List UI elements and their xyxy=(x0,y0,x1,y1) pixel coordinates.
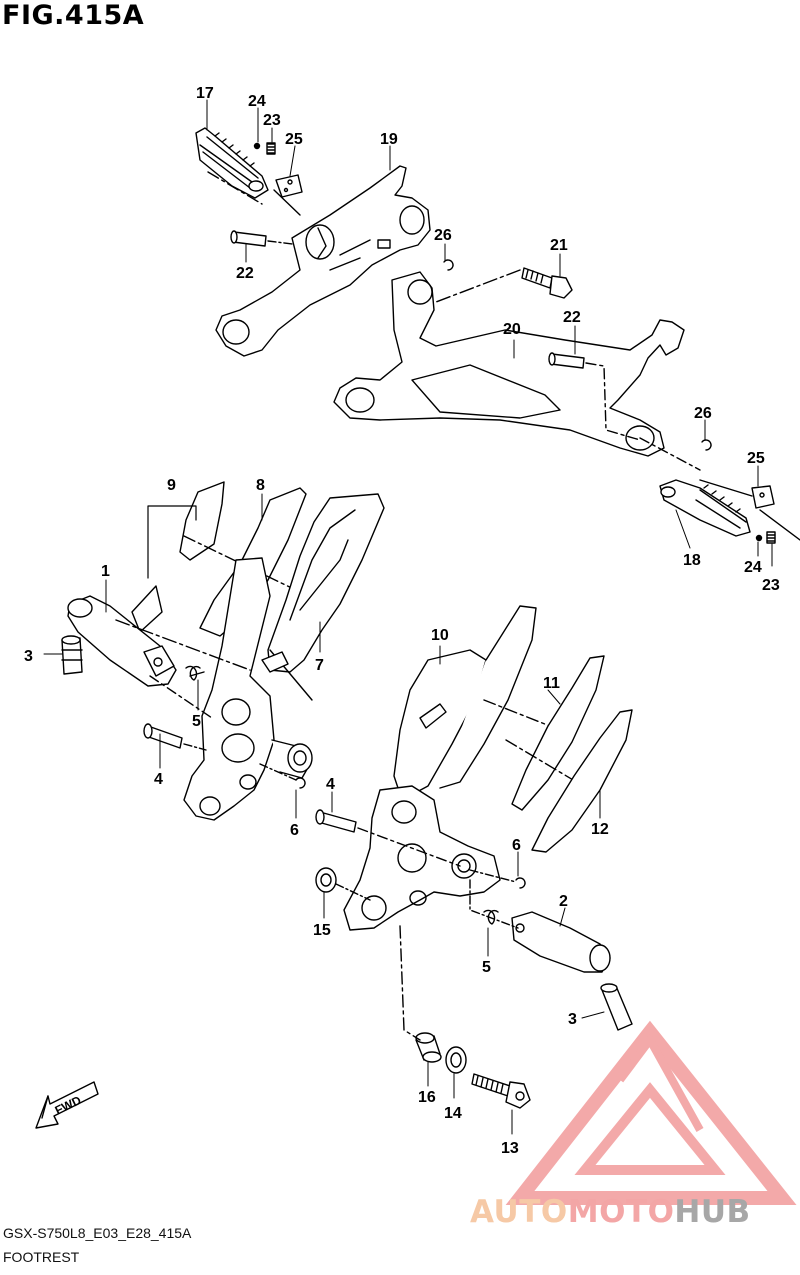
callout-22: 22 xyxy=(236,265,254,282)
part-25-plate-lower xyxy=(699,479,800,541)
callout-4: 4 xyxy=(154,771,163,788)
watermark-logo xyxy=(505,1020,797,1205)
part-5-spring-right xyxy=(483,909,499,925)
callout-17: 17 xyxy=(196,85,214,102)
callout-24: 24 xyxy=(248,93,266,110)
callout-1: 1 xyxy=(101,563,110,580)
callout-25: 25 xyxy=(285,131,303,148)
callout-20: 20 xyxy=(503,321,521,338)
part-front-bracket-right xyxy=(343,785,501,931)
diagram-code: GSX-S750L8_E03_E28_415A xyxy=(3,1225,192,1241)
part-4-pin-right xyxy=(315,809,461,867)
callout-5: 5 xyxy=(482,959,491,976)
part-front-bracket-left xyxy=(183,557,313,821)
callout-10: 10 xyxy=(431,627,449,644)
fwd-arrow-icon xyxy=(35,1081,99,1129)
part-3-rubber-left xyxy=(61,635,83,675)
watermark-part-moto: MOTO xyxy=(567,1194,675,1230)
callout-9: 9 xyxy=(167,477,176,494)
part-9-heel-guard-left xyxy=(131,481,225,633)
part-25-plate-upper xyxy=(273,174,303,216)
part-22-pin-upper xyxy=(230,230,293,247)
callout-24: 24 xyxy=(744,559,762,576)
part-1-front-footpeg-left xyxy=(67,595,251,719)
callout-12: 12 xyxy=(591,821,609,838)
part-3-rubber-right xyxy=(600,983,633,1031)
callout-2: 2 xyxy=(559,893,568,910)
part-7-bracket-left xyxy=(261,493,385,701)
callout-23: 23 xyxy=(762,577,780,594)
part-26-clip-upper xyxy=(443,259,454,271)
leader-lines xyxy=(43,99,773,1135)
part-12-heel-guard-right xyxy=(531,709,633,853)
part-6-clip-left xyxy=(259,763,306,789)
part-15-washer xyxy=(315,867,371,901)
part-21-bolt xyxy=(435,267,573,303)
figure-title: FIG.415A xyxy=(2,0,145,31)
part-20-rear-bracket-right xyxy=(333,271,701,471)
part-23-spring-lower xyxy=(766,531,776,544)
part-24-ball-lower xyxy=(755,534,763,542)
watermark-text: AUTOMOTOHUB xyxy=(470,1194,751,1230)
callout-23: 23 xyxy=(263,112,281,129)
callout-18: 18 xyxy=(683,552,701,569)
part-13-bolt xyxy=(471,1073,531,1109)
part-4-pin-left xyxy=(143,723,207,751)
callout-19: 19 xyxy=(380,131,398,148)
diagram-name: FOOTREST xyxy=(3,1249,80,1265)
part-2-front-footpeg-right xyxy=(469,879,611,973)
part-26-clip-lower xyxy=(701,439,712,451)
callout-3: 3 xyxy=(568,1011,577,1028)
callout-8: 8 xyxy=(256,477,265,494)
part-5-spring-left xyxy=(185,665,205,681)
callout-6: 6 xyxy=(290,822,299,839)
part-6-clip-right xyxy=(469,869,526,889)
part-14-washer xyxy=(445,1046,467,1074)
callout-22: 22 xyxy=(563,309,581,326)
callout-5: 5 xyxy=(192,713,201,730)
callout-7: 7 xyxy=(315,657,324,674)
callout-25: 25 xyxy=(747,450,765,467)
part-23-spring-upper xyxy=(266,142,276,155)
watermark-part-hub: HUB xyxy=(674,1194,751,1230)
watermark-part-auto: AUTO xyxy=(470,1194,568,1230)
part-10-heel-guard-right xyxy=(393,605,561,801)
callout-26: 26 xyxy=(434,227,452,244)
callout-6: 6 xyxy=(512,837,521,854)
part-24-ball-upper xyxy=(253,142,261,150)
callout-4: 4 xyxy=(326,776,335,793)
callout-labels: 17 24 23 25 19 26 21 22 22 20 26 25 18 2… xyxy=(24,85,780,1157)
callout-3: 3 xyxy=(24,648,33,665)
part-16-collar xyxy=(399,925,442,1063)
callout-16: 16 xyxy=(418,1089,436,1106)
callout-11: 11 xyxy=(543,675,560,692)
callout-14: 14 xyxy=(444,1105,462,1122)
callout-26: 26 xyxy=(694,405,712,422)
part-17-rear-footpeg-left xyxy=(195,127,269,205)
callout-15: 15 xyxy=(313,922,331,939)
callout-13: 13 xyxy=(501,1140,519,1157)
part-19-rear-bracket-left xyxy=(215,165,431,357)
part-18-rear-footpeg-right xyxy=(659,479,751,537)
callout-21: 21 xyxy=(550,237,568,254)
part-22-pin-lower xyxy=(548,352,641,441)
